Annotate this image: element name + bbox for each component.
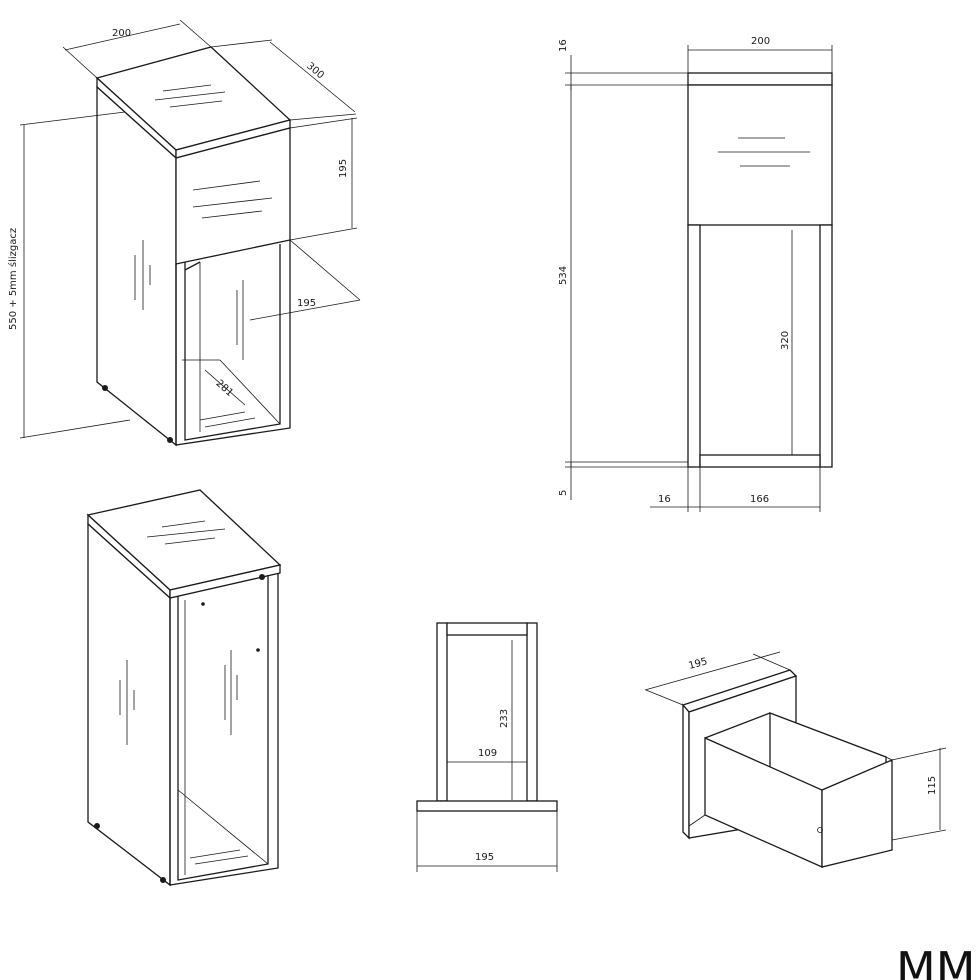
dim-drawer-side-height: 233	[499, 709, 510, 728]
dim-iso-drawer-height: 195	[338, 159, 349, 178]
dim-diag-281: 281	[204, 369, 246, 406]
drawer-iso-view: 195 115	[644, 651, 947, 869]
front-view: 200 16 534 5 320 16 166	[558, 36, 833, 512]
dim-iso-diag: 281	[214, 378, 236, 399]
dim-front-side: 16	[658, 494, 671, 505]
dim-front-inner: 320	[780, 331, 791, 350]
dim-drawer-side-width: 195	[475, 852, 494, 863]
dim-drawer-iso-width: 195	[687, 656, 708, 672]
dim-drawer-195: 195	[289, 117, 358, 241]
dim-iso-height: 550 + 5mm ślizgacz	[7, 228, 19, 330]
iso-cabinet-open	[86, 489, 282, 887]
dim-drawer-side-inner: 109	[478, 748, 497, 759]
dim-front-inner-width: 166	[750, 494, 769, 505]
dim-front-width: 200	[751, 36, 770, 47]
iso-cabinet-assembled: 200 300 195 550 + 5mm ślizgacz 195 2	[7, 19, 361, 447]
dim-front-bottom: 5	[558, 490, 569, 496]
dim-iso-inner-depth: 195	[297, 298, 316, 309]
dim-front-height: 534	[558, 266, 569, 285]
brand-logo-text: MM	[896, 942, 975, 980]
dim-height-550: 550 + 5mm ślizgacz	[7, 111, 131, 439]
drawer-side-view: 233 109 195	[416, 622, 558, 872]
dim-front-top: 16	[558, 39, 569, 52]
dim-iso-width: 200	[112, 28, 131, 39]
dim-drawer-iso-height: 115	[927, 776, 938, 795]
dim-width-200: 200	[62, 19, 212, 79]
dim-inner-195: 195	[249, 239, 361, 321]
dim-iso-depth: 300	[304, 61, 326, 82]
